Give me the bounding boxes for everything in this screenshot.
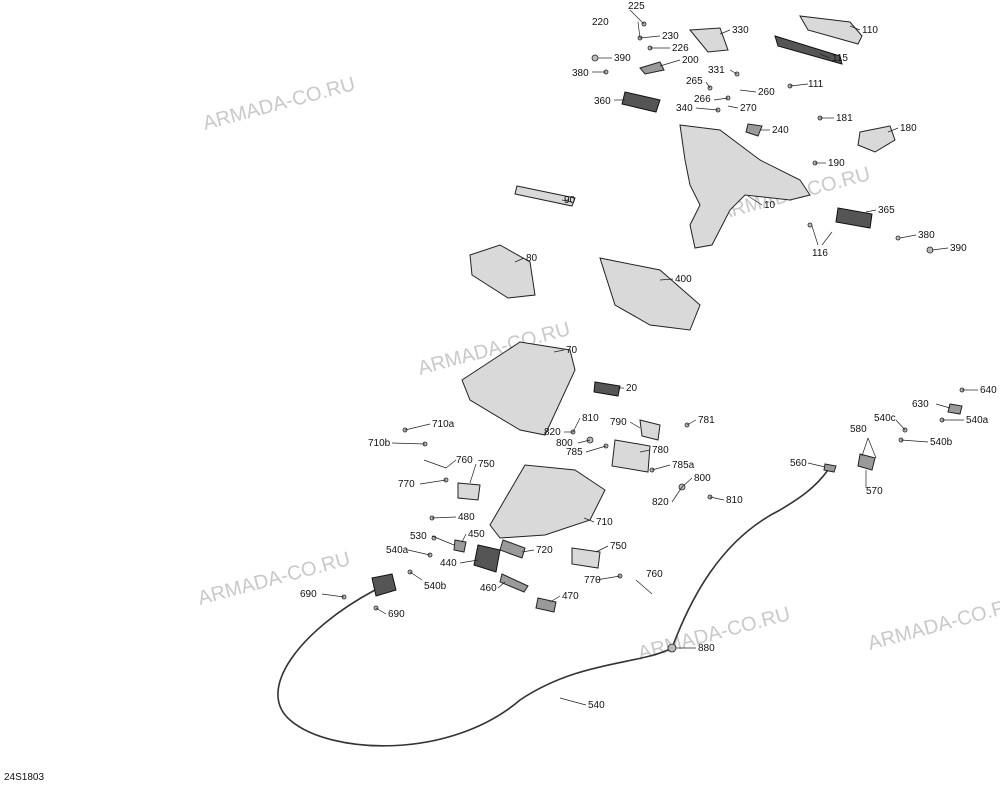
part-label: 540a: [966, 415, 989, 426]
part-label: 80: [526, 253, 538, 264]
part-label: 270: [740, 103, 757, 114]
part-label: 220: [592, 17, 609, 28]
part-label: 390: [614, 53, 631, 64]
part-label: 540: [588, 700, 605, 711]
watermark: ARMADA-CO.RU: [196, 548, 353, 610]
part-label: 560: [790, 458, 807, 469]
part-label: 580: [850, 424, 867, 435]
part-label: 111: [808, 79, 824, 90]
part-label: 780: [652, 445, 669, 456]
part-label: 380: [918, 230, 935, 241]
part-label: 781: [698, 415, 715, 426]
part-label: 470: [562, 591, 579, 602]
watermark: ARMADA-CO.RU: [866, 593, 1000, 655]
part-label: 720: [536, 545, 553, 556]
part-label: 530: [410, 531, 427, 542]
part-label: 260: [758, 87, 775, 98]
part-label: 225: [628, 1, 645, 12]
part-label: 540b: [424, 581, 447, 592]
part-label: 70: [566, 345, 578, 356]
part-label: 750: [610, 541, 627, 552]
part-label: 450: [468, 529, 485, 540]
part-label: 331: [708, 65, 725, 76]
leader-lines: [321, 9, 978, 706]
part-label: 180: [900, 123, 917, 134]
part-label: 116: [812, 248, 828, 259]
part-label: 181: [836, 113, 853, 124]
part-label: 690: [388, 609, 405, 620]
part-label: 400: [675, 274, 692, 285]
part-label: 230: [662, 31, 679, 42]
part-label: 770: [398, 479, 415, 490]
part-label: 226: [672, 43, 689, 54]
part-label: 540c: [874, 413, 896, 424]
part-label: 710b: [368, 438, 391, 449]
watermark: ARMADA-CO.RU: [201, 73, 358, 135]
part-label: 330: [732, 25, 749, 36]
part-label: 570: [866, 486, 883, 497]
part-label: 240: [772, 125, 789, 136]
part-label: 340: [676, 103, 693, 114]
part-label: 810: [726, 495, 743, 506]
part-label: 266: [694, 94, 711, 105]
watermark: ARMADA-CO.RU: [636, 603, 793, 665]
cable-540: [277, 469, 829, 747]
part-label: 710: [596, 517, 613, 528]
part-label: 820: [652, 497, 669, 508]
part-label: 810: [582, 413, 599, 424]
part-label: 880: [698, 643, 715, 654]
part-label: 200: [682, 55, 699, 66]
part-label: 110: [862, 25, 878, 36]
part-label: 390: [950, 243, 967, 254]
part-label: 365: [878, 205, 895, 216]
part-label: 540b: [930, 437, 953, 448]
part-label: 360: [594, 96, 611, 107]
callout-labels: 225 220 230 226 330 110 115 200 390 380 …: [300, 1, 997, 711]
part-label: 630: [912, 399, 929, 410]
part-label: 760: [456, 455, 473, 466]
part-label: 10: [764, 200, 776, 211]
part-label: 760: [646, 569, 663, 580]
part-label: 750: [478, 459, 495, 470]
part-label: 540a: [386, 545, 409, 556]
part-label: 480: [458, 512, 475, 523]
part-label: 690: [300, 589, 317, 600]
part-label: 770: [584, 575, 601, 586]
part-label: 460: [480, 583, 497, 594]
part-label: 820: [544, 427, 561, 438]
part-label: 790: [610, 417, 627, 428]
part-label: 800: [694, 473, 711, 484]
part-label: 440: [440, 558, 457, 569]
part-label: 20: [626, 383, 638, 394]
part-label: 115: [832, 53, 848, 64]
diagram-code: 24S1803: [4, 772, 45, 783]
part-label: 640: [980, 385, 997, 396]
part-label: 380: [572, 68, 589, 79]
part-label: 190: [828, 158, 845, 169]
part-label: 265: [686, 76, 703, 87]
part-label: 90: [564, 195, 576, 206]
part-label: 800: [556, 438, 573, 449]
part-label: 785a: [672, 460, 695, 471]
part-label: 785: [566, 447, 583, 458]
part-label: 710a: [432, 419, 455, 430]
handlebar-assembly: [371, 15, 963, 653]
